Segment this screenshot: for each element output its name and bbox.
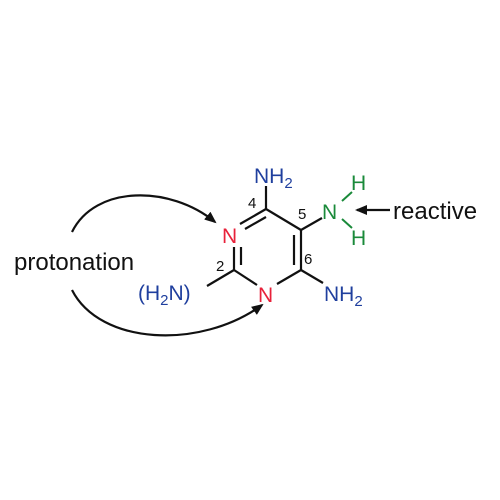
- reactive-nh-bonds: [341, 191, 353, 229]
- substituent-bonds: [206, 186, 324, 287]
- position-6: 6: [304, 251, 312, 268]
- ring-bonds: [232, 208, 303, 286]
- protonation-label: protonation: [14, 249, 134, 276]
- position-2: 2: [216, 258, 224, 275]
- bond-c4-c5: [265, 208, 302, 231]
- amine-top-label: NH2: [254, 165, 293, 192]
- bond-n-h-top: [341, 191, 353, 202]
- reactive-h-top: H: [351, 172, 366, 195]
- reactive-label: reactive: [393, 198, 477, 225]
- amine-left-label: (H2N): [138, 282, 191, 309]
- amine-right-label: NH2: [324, 283, 363, 310]
- reactive-n-atom: N: [322, 201, 337, 224]
- bond-c2-nh2: [206, 269, 235, 287]
- position-4: 4: [248, 195, 256, 212]
- position-5: 5: [298, 206, 306, 223]
- ring-n1-atom: N: [258, 284, 273, 307]
- bond-c4-c4-inner: [244, 216, 267, 230]
- bond-c6-nh2: [300, 269, 324, 284]
- bond-n3-c4: [239, 208, 267, 225]
- bond-n-h-bottom: [341, 218, 353, 229]
- protonation-arrow-top: [71, 194, 217, 233]
- reactive-h-bottom: H: [351, 227, 366, 250]
- bond-n1-c2: [233, 269, 258, 286]
- bond-c5-nh: [300, 217, 323, 231]
- bond-c6-n1: [276, 269, 302, 285]
- protonation-arrow-bottom: [71, 289, 264, 337]
- ring-n3-atom: N: [222, 225, 237, 248]
